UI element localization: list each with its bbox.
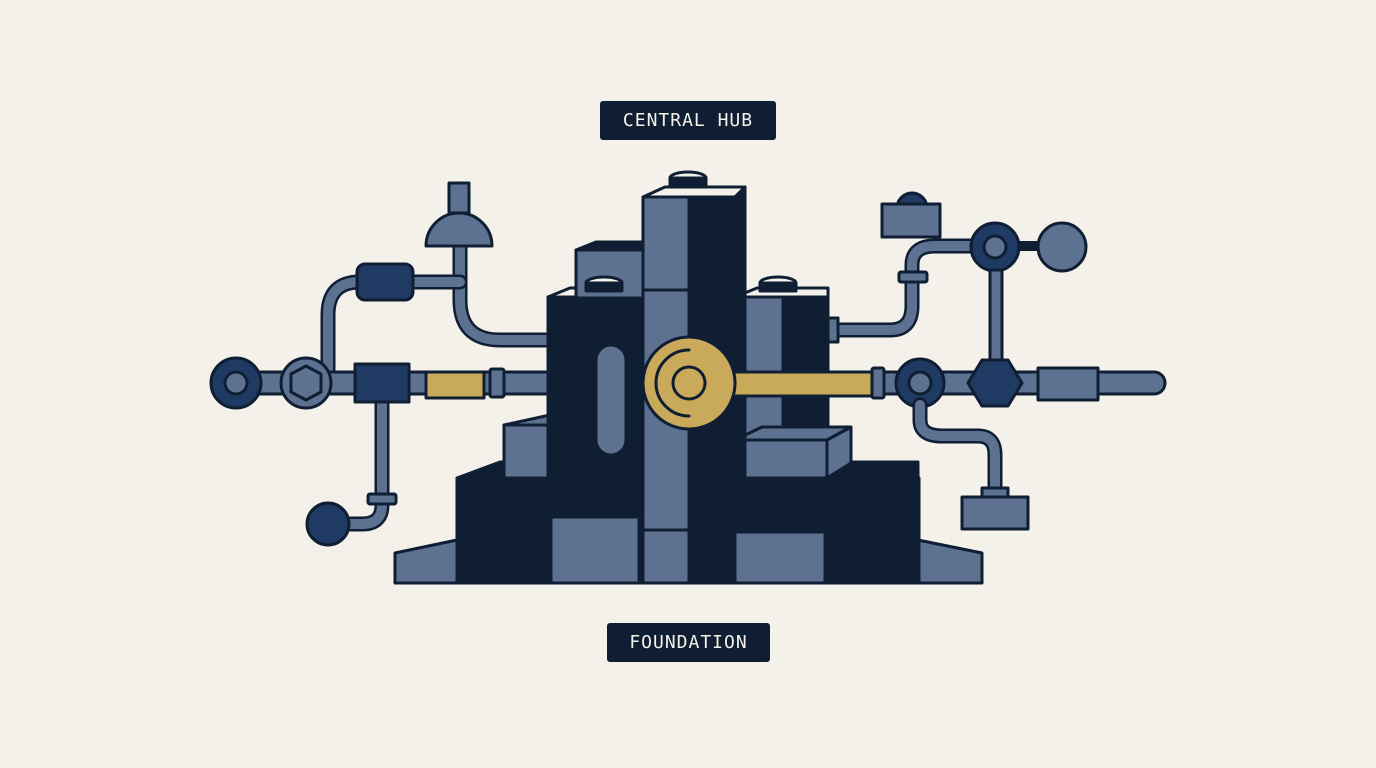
- foundation-label-text: FOUNDATION: [629, 632, 748, 653]
- central-hub-label: CENTRAL HUB: [600, 101, 776, 140]
- foundation-label: FOUNDATION: [607, 623, 770, 662]
- central-structure: [393, 170, 984, 585]
- left-pipe-network: [209, 181, 568, 547]
- right-pipe-network: [826, 191, 1167, 531]
- central-hub-label-text: CENTRAL HUB: [622, 110, 754, 131]
